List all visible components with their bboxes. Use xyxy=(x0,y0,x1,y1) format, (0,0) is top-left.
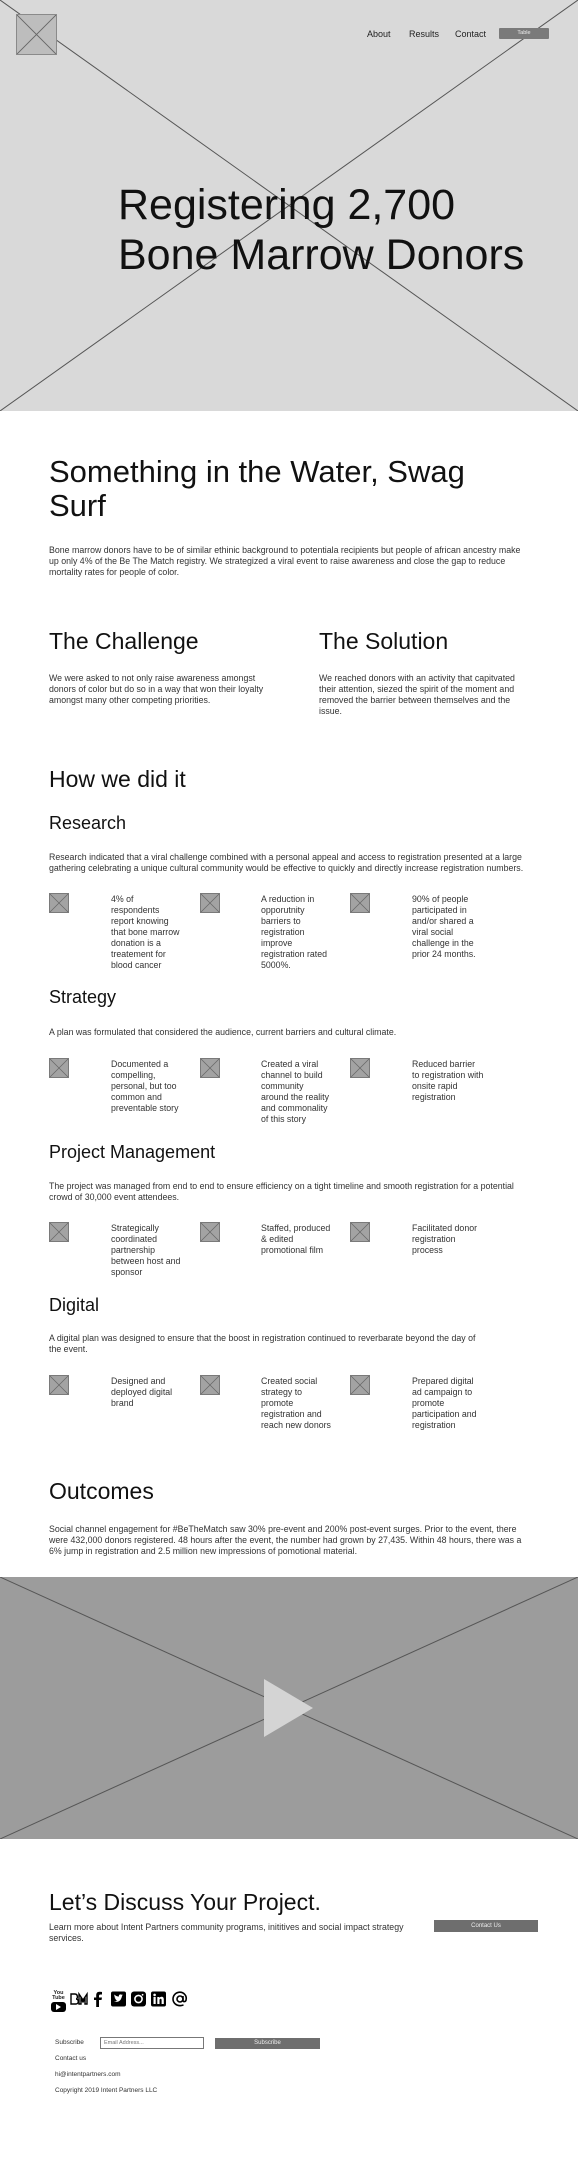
image-placeholder-icon xyxy=(200,1222,220,1242)
logo-placeholder-icon xyxy=(17,15,56,54)
project-management-item-1: Strategically coordinated partnership be… xyxy=(111,1223,181,1277)
project-management-body: The project was managed from end to end … xyxy=(49,1181,514,1202)
image-placeholder-icon xyxy=(350,1058,370,1078)
image-placeholder-icon xyxy=(350,1222,370,1242)
youtube-label: You Tube xyxy=(52,1990,65,2001)
project-management-title: Project Management xyxy=(49,1142,216,1162)
challenge-title: The Challenge xyxy=(49,628,199,654)
research-stat-2: A reduction in opporutnity barriers to r… xyxy=(261,894,328,970)
research-stat-3: 90% of people participated in and/or sha… xyxy=(412,894,476,959)
project-management-item-3: Facilitated donor registration process xyxy=(412,1223,478,1255)
behance-icon[interactable] xyxy=(70,1991,88,2007)
research-body: Research indicated that a viral challeng… xyxy=(49,852,524,873)
research-stat-1: 4% of respondents report knowing that bo… xyxy=(111,894,180,970)
facebook-icon[interactable] xyxy=(92,1991,104,2007)
digital-title: Digital xyxy=(49,1295,100,1315)
outcomes-title: Outcomes xyxy=(49,1478,154,1504)
strategy-item-3: Reduced barrier to registration with ons… xyxy=(412,1059,484,1102)
strategy-item-1: Documented a compelling, personal, but t… xyxy=(111,1059,179,1113)
outcomes-body: Social channel engagement for #BeTheMatc… xyxy=(49,1524,522,1556)
strategy-body: A plan was formulated that considered th… xyxy=(49,1027,397,1037)
image-placeholder-icon xyxy=(49,893,69,913)
image-placeholder-icon xyxy=(200,893,220,913)
challenge-body: We were asked to not only raise awarenes… xyxy=(49,673,264,705)
nav-cta-button[interactable]: Table xyxy=(499,28,549,39)
strategy-title: Strategy xyxy=(49,987,117,1007)
image-placeholder-icon xyxy=(49,1222,69,1242)
solution-body: We reached donors with an activity that … xyxy=(319,673,515,716)
project-management-item-2: Staffed, produced & edited promotional f… xyxy=(261,1223,331,1255)
hero-banner xyxy=(0,0,578,411)
cta-title: Let’s Discuss Your Project. xyxy=(49,1889,321,1915)
at-icon[interactable] xyxy=(171,1991,189,2007)
email-input[interactable] xyxy=(100,2037,204,2049)
twitter-icon[interactable] xyxy=(111,1991,126,2007)
intro-body: Bone marrow donors have to be of similar… xyxy=(49,545,521,577)
subscribe-label: Subscribe xyxy=(55,2039,84,2046)
image-placeholder-icon xyxy=(350,893,370,913)
digital-body: A digital plan was designed to ensure th… xyxy=(49,1333,476,1354)
hero-title: Registering 2,700 Bone Marrow Donors xyxy=(118,181,525,279)
nav-about-link[interactable]: About xyxy=(367,29,391,39)
logo[interactable] xyxy=(16,14,57,55)
contact-us-link[interactable]: Contact us xyxy=(55,2055,87,2062)
nav-results-link[interactable]: Results xyxy=(409,29,440,39)
youtube-icon[interactable]: You Tube xyxy=(51,1990,66,2012)
digital-item-2: Created social strategy to promote regis… xyxy=(261,1376,331,1430)
image-placeholder-icon xyxy=(200,1058,220,1078)
contact-us-button[interactable]: Contact Us xyxy=(434,1920,538,1932)
cta-body: Learn more about Intent Partners communi… xyxy=(49,1922,404,1943)
copyright-text: Copyright 2019 Intent Partners LLC xyxy=(55,2087,158,2094)
how-title: How we did it xyxy=(49,766,186,792)
strategy-item-2: Created a viral channel to build communi… xyxy=(261,1059,329,1124)
play-icon[interactable] xyxy=(264,1679,313,1737)
image-placeholder-icon xyxy=(350,1375,370,1395)
image-placeholder-icon xyxy=(49,1058,69,1078)
nav-contact-link[interactable]: Contact xyxy=(455,29,487,39)
instagram-icon[interactable] xyxy=(131,1991,146,2007)
image-placeholder-icon xyxy=(200,1375,220,1395)
digital-item-1: Designed and deployed digital brand xyxy=(111,1376,173,1408)
subscribe-button[interactable]: Subscribe xyxy=(215,2038,320,2049)
intro-title: Something in the Water, Swag Surf xyxy=(49,454,465,523)
email-link[interactable]: hi@intentpartners.com xyxy=(55,2071,121,2078)
solution-title: The Solution xyxy=(319,628,449,654)
hero-image-placeholder xyxy=(0,0,578,411)
linkedin-icon[interactable] xyxy=(151,1991,166,2007)
digital-item-3: Prepared digital ad campaign to promote … xyxy=(412,1376,477,1430)
image-placeholder-icon xyxy=(49,1375,69,1395)
research-title: Research xyxy=(49,813,127,833)
